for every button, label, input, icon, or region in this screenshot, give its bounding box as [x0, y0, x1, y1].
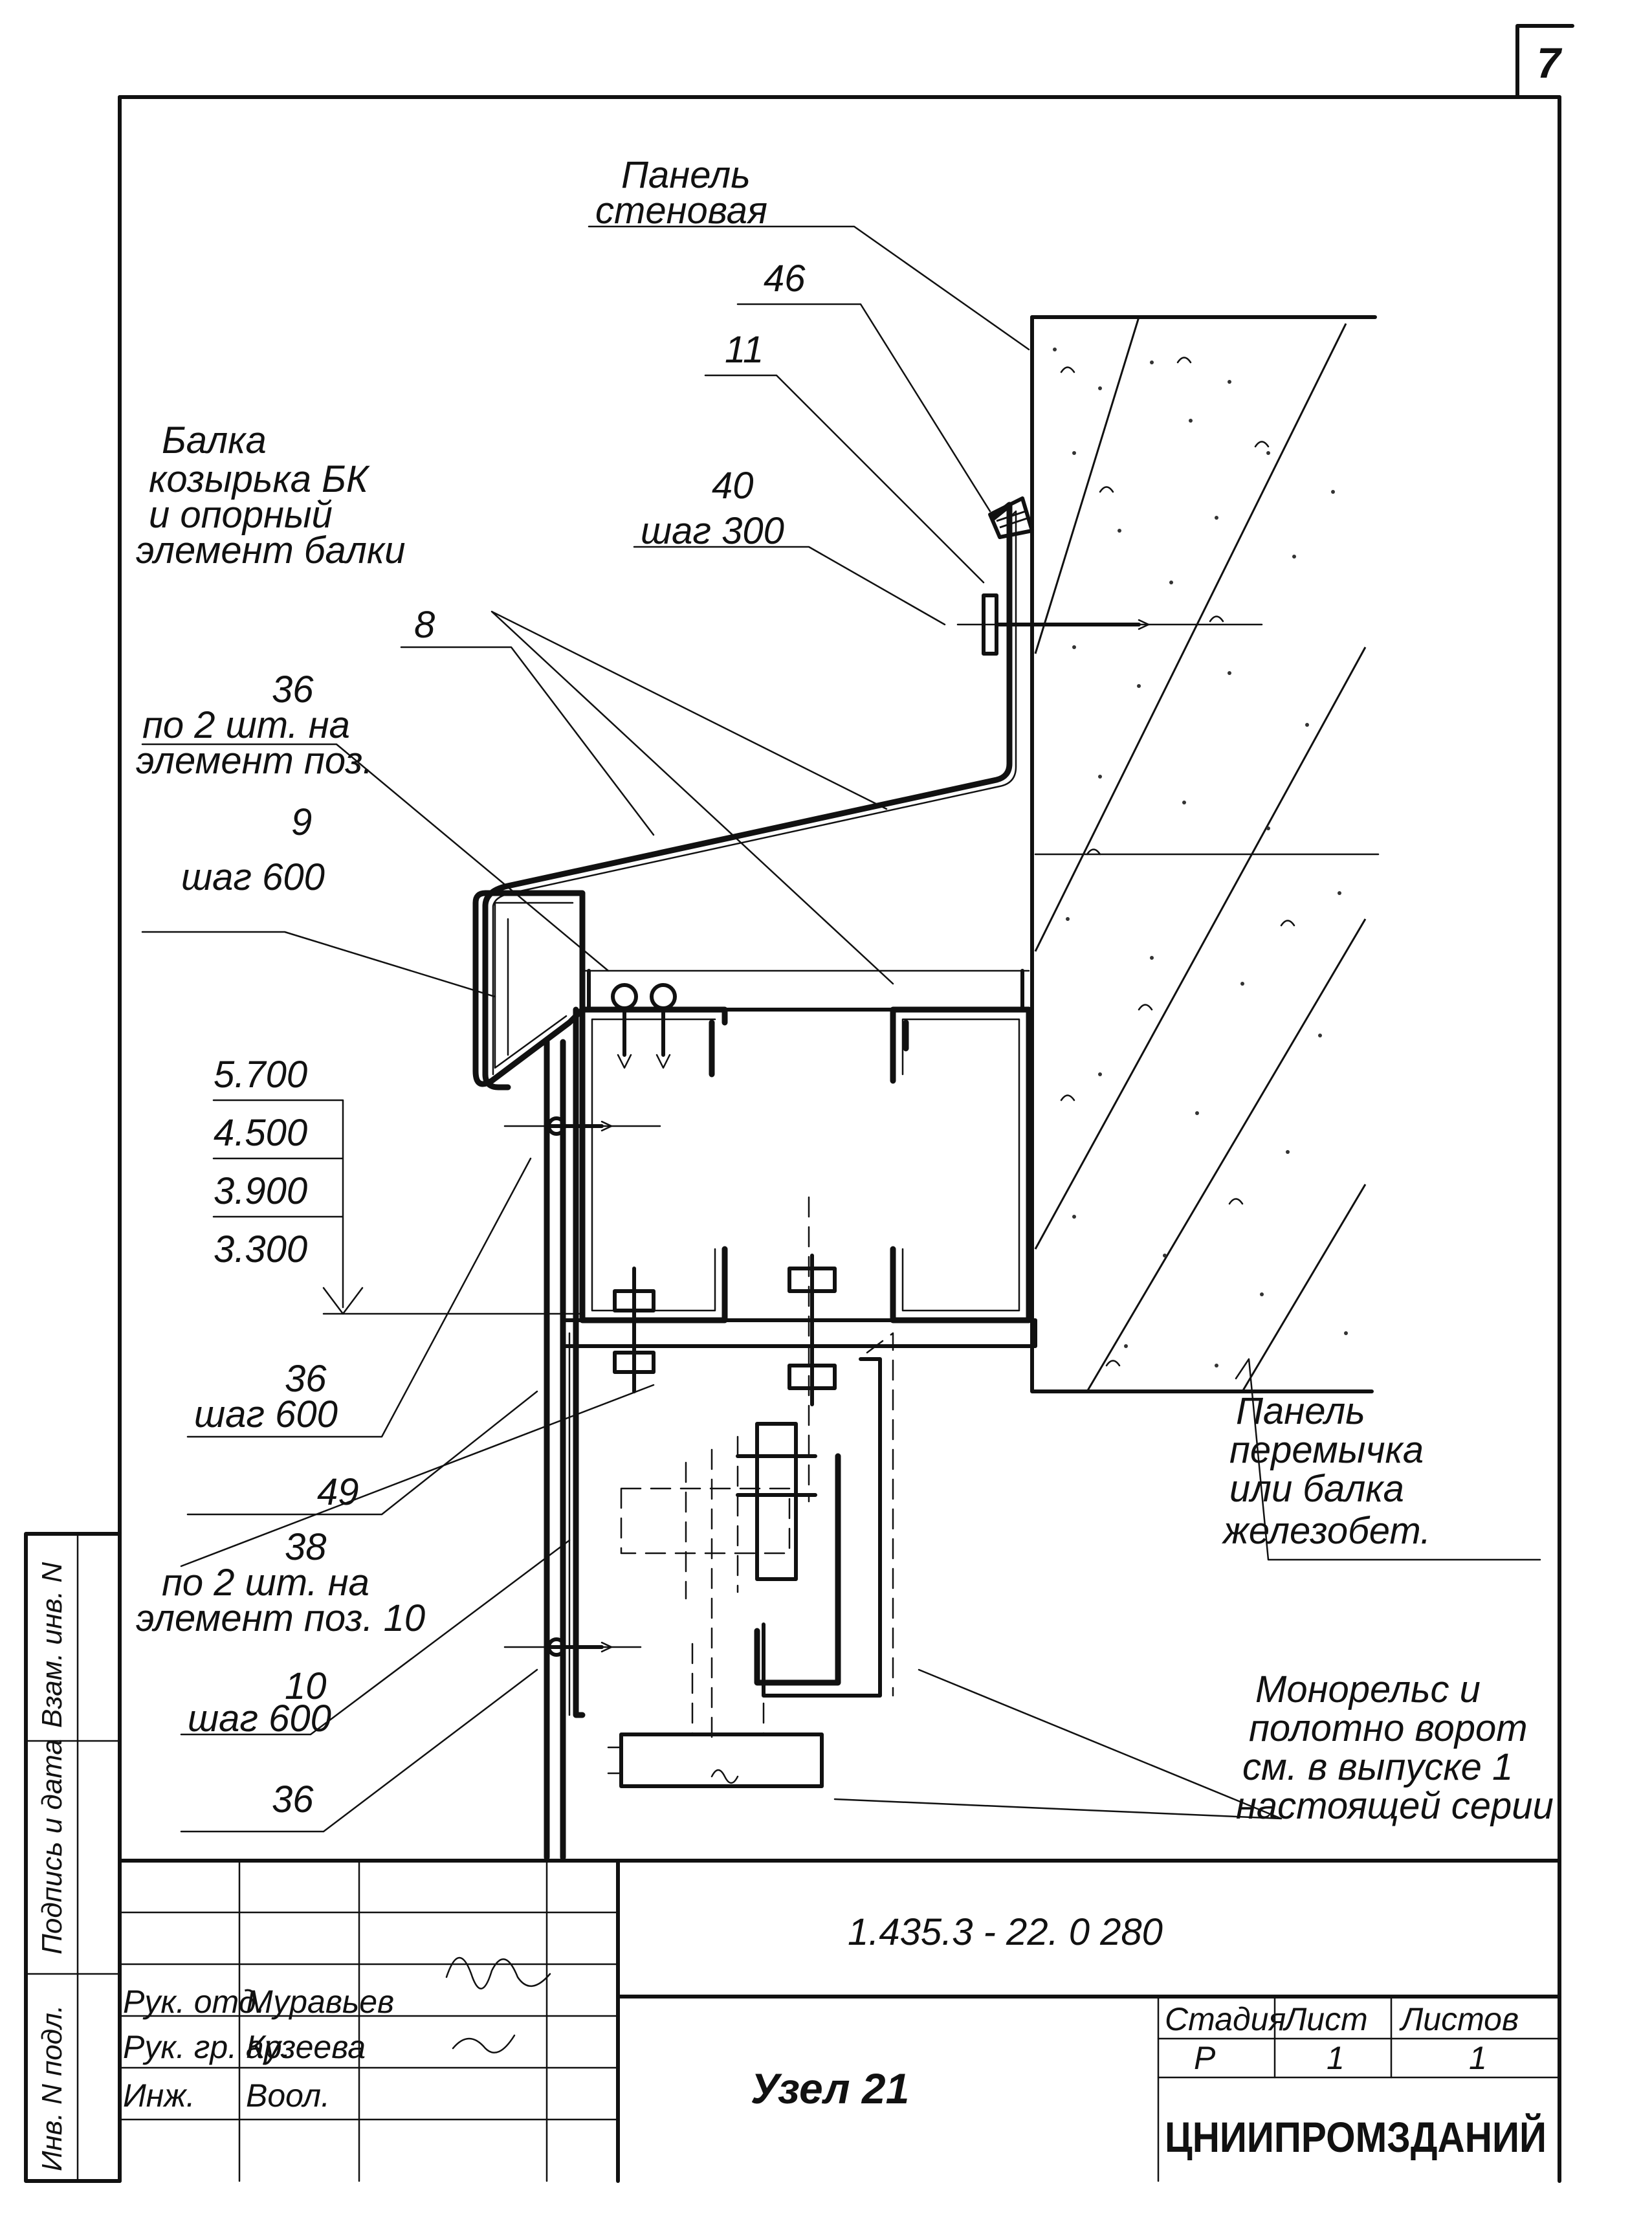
- callout-pos36-bot: 36: [272, 1778, 314, 1821]
- callout-beam-1: Балка: [162, 419, 267, 461]
- side-stamp: Инв. N подл. Подпись и дата Взам. инв. N: [24, 1532, 122, 2183]
- wall-panel: [1030, 315, 1380, 1393]
- callout-pos10-step: шаг 600: [188, 1698, 331, 1740]
- side-col-replaced: Взам. инв. N: [36, 1562, 68, 1728]
- callout-monorail-2: полотно ворот: [1249, 1707, 1528, 1749]
- vertical-post: [503, 1006, 661, 1861]
- sheets-header: Листов: [1399, 2001, 1519, 2037]
- callout-wall-panel-2: стеновая: [595, 190, 767, 232]
- trim-element-9: [472, 890, 586, 1087]
- callout-pos36-mid: 36: [285, 1358, 327, 1400]
- callout-wall-panel-1: Панель: [621, 154, 751, 196]
- sheet-value: 1: [1327, 2040, 1345, 2076]
- callout-beam-2: козырька БК: [149, 458, 370, 500]
- callout-lintel-2: перемычка: [1229, 1429, 1424, 1471]
- callout-pos36-top: 36: [272, 669, 314, 711]
- callout-pos40-step: шаг 300: [641, 510, 784, 552]
- callout-pos49: 49: [317, 1471, 359, 1513]
- callout-pos11: 11: [725, 329, 764, 371]
- corner-sheet-number: 7: [1537, 39, 1563, 87]
- canopy-sheet: [482, 496, 1263, 1090]
- signature-role-3: Инж.: [123, 2077, 195, 2114]
- side-col-inv-no: Инв. N подл.: [36, 2005, 68, 2171]
- title-block: [118, 1859, 1561, 2183]
- callout-pos9-step: шаг 600: [181, 856, 325, 898]
- callout-pos10: 10: [285, 1665, 327, 1707]
- sheet-frame: 7: [118, 24, 1574, 2183]
- stage-header: Стадия: [1165, 2001, 1286, 2037]
- callout-pos36-top-note-2: элемент поз.: [136, 740, 373, 782]
- callout-lintel-3: или балка: [1229, 1468, 1404, 1510]
- level-5700: 5.700: [214, 1054, 307, 1096]
- signature-name-3: Воол.: [246, 2077, 330, 2114]
- signature-name-2: Кузеева: [246, 2029, 366, 2065]
- organization-name: ЦНИИПРОМЗДАНИЙ: [1165, 2112, 1547, 2161]
- level-3300: 3.300: [214, 1228, 307, 1270]
- callout-pos40: 40: [712, 465, 754, 507]
- side-col-signature: Подпись и дата: [36, 1739, 68, 1954]
- signature-name-1: Муравьев: [246, 1984, 394, 2020]
- stage-value: Р: [1194, 2040, 1216, 2076]
- callout-monorail-3: см. в выпуске 1: [1242, 1746, 1513, 1788]
- callout-pos36-top-note-1: по 2 шт. на: [142, 704, 350, 746]
- leader-lines: [141, 225, 1541, 1833]
- callout-pos46: 46: [764, 258, 806, 300]
- document-code: 1.435.3 - 22. 0 280: [848, 1911, 1163, 1953]
- callout-lintel-1: Панель: [1236, 1390, 1365, 1432]
- signature-role-1: Рук. отд.: [123, 1984, 265, 2020]
- handwritten-signature: [445, 1956, 551, 2053]
- level-marks: [212, 1099, 584, 1315]
- callout-beam-3: и опорный: [149, 494, 333, 536]
- signature-role-2: Рук. гр. ар.: [123, 2029, 291, 2065]
- callout-pos38-note-1: по 2 шт. на: [162, 1562, 369, 1604]
- callout-pos38-note-2: элемент поз. 10: [136, 1597, 425, 1639]
- callout-monorail-1: Монорельс и: [1255, 1668, 1481, 1710]
- callout-pos36-mid-step: шаг 600: [194, 1393, 338, 1435]
- monorail-assembly: [607, 1332, 894, 1788]
- callout-pos38: 38: [285, 1526, 327, 1568]
- c-channel-beam: [561, 969, 1037, 1503]
- callout-pos9: 9: [291, 801, 312, 843]
- level-4500: 4.500: [214, 1112, 307, 1154]
- level-3900: 3.900: [214, 1170, 307, 1212]
- callout-monorail-4: настоящей серии: [1236, 1785, 1554, 1827]
- node-title: Узел 21: [751, 2065, 909, 2112]
- callout-lintel-4: железобет.: [1221, 1510, 1431, 1552]
- callout-pos8: 8: [414, 604, 435, 646]
- callout-beam-4: элемент балки: [136, 529, 406, 571]
- sheets-value: 1: [1469, 2040, 1487, 2076]
- sheet-header: Лист: [1283, 2001, 1368, 2037]
